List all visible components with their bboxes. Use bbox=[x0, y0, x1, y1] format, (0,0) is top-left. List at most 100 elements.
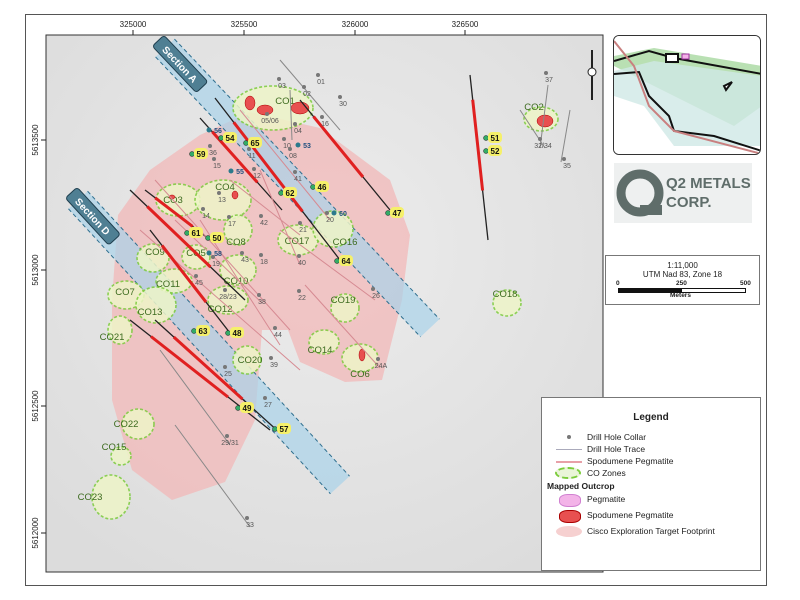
co-zone-label: CO9 bbox=[145, 247, 165, 258]
drill-hole-trace bbox=[174, 424, 251, 528]
co-zone-outline bbox=[121, 408, 155, 440]
drill-hole-collar bbox=[218, 135, 224, 141]
collar-symbol bbox=[567, 435, 571, 439]
drill-hole-collar bbox=[235, 405, 241, 411]
co-zone-outline bbox=[110, 446, 132, 466]
spodumene-outcrop bbox=[358, 348, 366, 362]
drill-hole-collar bbox=[225, 434, 229, 438]
drill-hole-collar bbox=[265, 112, 269, 116]
drill-hole-collar bbox=[325, 211, 329, 215]
legend-item-pegmatite: Pegmatite bbox=[587, 494, 626, 504]
drill-hole-label: 11 bbox=[248, 153, 255, 160]
co-zone-label: CO23 bbox=[78, 492, 103, 503]
drill-hole-collar bbox=[191, 328, 197, 334]
drill-hole-collar bbox=[212, 157, 216, 161]
drill-hole-label: 25 bbox=[224, 371, 232, 378]
highlighted-hole-label: 54 bbox=[226, 134, 235, 143]
drill-hole-label: 26 bbox=[372, 293, 380, 300]
drill-hole-label: 30 bbox=[339, 101, 347, 108]
drill-hole-label: 29/31 bbox=[221, 440, 239, 447]
drill-hole-trace bbox=[279, 229, 376, 301]
drill-hole-collar bbox=[316, 73, 320, 77]
drill-hole-collar bbox=[320, 115, 324, 119]
co-zone-label: CO8 bbox=[226, 237, 246, 248]
co-zone-outline bbox=[330, 293, 360, 323]
highlighted-hole-label: 51 bbox=[491, 134, 500, 143]
drill-hole-label: 18 bbox=[260, 259, 268, 266]
drill-hole-collar bbox=[223, 365, 227, 369]
legend-item-spodumene-outcrop: Spodumene Pegmatite bbox=[587, 510, 674, 520]
highlight-badge bbox=[390, 207, 404, 218]
easting-tick-label: 325500 bbox=[231, 20, 258, 29]
recent-hole-label: 60 bbox=[339, 211, 347, 218]
drill-hole-collar bbox=[259, 214, 263, 218]
drill-hole-label: 15 bbox=[213, 163, 221, 170]
drill-hole-label: 36 bbox=[209, 150, 217, 157]
drill-hole-label: 45 bbox=[195, 280, 203, 287]
drill-hole-collar bbox=[544, 71, 548, 75]
drill-hole-label: 38 bbox=[258, 299, 266, 306]
co-zone-symbol bbox=[555, 467, 581, 479]
drill-hole-label: 21 bbox=[299, 227, 307, 234]
drill-hole-collar bbox=[247, 147, 251, 151]
highlight-badge bbox=[210, 232, 224, 243]
co-zone-label: CO10 bbox=[224, 276, 249, 287]
section-edge bbox=[68, 208, 331, 495]
drill-hole-collar bbox=[240, 251, 244, 255]
co-zone-label: CO7 bbox=[115, 287, 135, 298]
drill-hole-label: 02 bbox=[303, 91, 311, 98]
drill-hole-collar bbox=[273, 326, 277, 330]
co-zone-label: CO22 bbox=[114, 419, 139, 430]
drill-hole-label: 35 bbox=[563, 163, 571, 170]
drill-hole-collar bbox=[334, 258, 340, 264]
scale-tick-500: 500 bbox=[740, 280, 751, 287]
highlighted-hole-label: 64 bbox=[342, 257, 351, 266]
easting-tick-label: 325000 bbox=[120, 20, 147, 29]
drill-hole-label: 28/23 bbox=[219, 294, 237, 301]
co-zone-label: CO13 bbox=[138, 307, 163, 318]
legend-item-footprint: Cisco Exploration Target Footprint bbox=[587, 526, 715, 536]
drill-hole-collar bbox=[225, 330, 231, 336]
drill-hole-label: 33 bbox=[246, 522, 254, 529]
highlight-badge bbox=[223, 132, 237, 143]
highlighted-hole-label: 62 bbox=[286, 189, 295, 198]
co-zone-label: CO17 bbox=[285, 236, 310, 247]
legend-item-trace: Drill Hole Trace bbox=[587, 444, 646, 454]
section-label-box bbox=[153, 35, 208, 92]
highlighted-hole-label: 50 bbox=[213, 234, 222, 243]
co-zone-label: CO20 bbox=[238, 355, 263, 366]
drill-hole-collar bbox=[252, 167, 256, 171]
drill-hole-collar bbox=[282, 137, 286, 141]
spodumene-outcrop-symbol bbox=[559, 510, 581, 523]
drill-hole-label: 04 bbox=[294, 128, 302, 135]
drill-hole-label: 24A bbox=[375, 363, 388, 370]
legend-item-spodumene: Spodumene Pegmatite bbox=[587, 456, 674, 466]
company-logo: Q2 METALS CORP. bbox=[614, 163, 752, 223]
drill-hole-trace bbox=[560, 109, 571, 163]
northing-tick-label: 5612500 bbox=[31, 390, 40, 422]
highlighted-hole-label: 47 bbox=[393, 209, 402, 218]
northing-tick-label: 5613000 bbox=[31, 254, 40, 286]
map-frame bbox=[25, 14, 767, 586]
drill-hole-collar bbox=[189, 151, 195, 157]
drill-hole-label: 42 bbox=[260, 220, 268, 227]
spodumene-intercept bbox=[150, 335, 229, 399]
recent-hole-label: 55 bbox=[236, 169, 244, 176]
highlighted-hole-label: 46 bbox=[318, 183, 327, 192]
drill-hole-collar bbox=[272, 426, 278, 432]
spodumene-intercept bbox=[160, 244, 208, 304]
spodumene-intercept bbox=[146, 205, 212, 269]
highlight-badge bbox=[283, 187, 297, 198]
co-zone-outline bbox=[232, 85, 314, 131]
co-zone-label: CO16 bbox=[333, 237, 358, 248]
co-zone-outline bbox=[136, 243, 170, 273]
drill-traces bbox=[129, 59, 571, 528]
drill-hole-trace bbox=[304, 284, 381, 369]
legend-title: Legend bbox=[633, 412, 669, 423]
recent-drill-collar bbox=[295, 142, 301, 148]
drill-hole-collar bbox=[277, 77, 281, 81]
co-zone-outline bbox=[223, 214, 253, 246]
highlight-badge bbox=[488, 145, 502, 156]
drill-hole-collar bbox=[208, 144, 212, 148]
